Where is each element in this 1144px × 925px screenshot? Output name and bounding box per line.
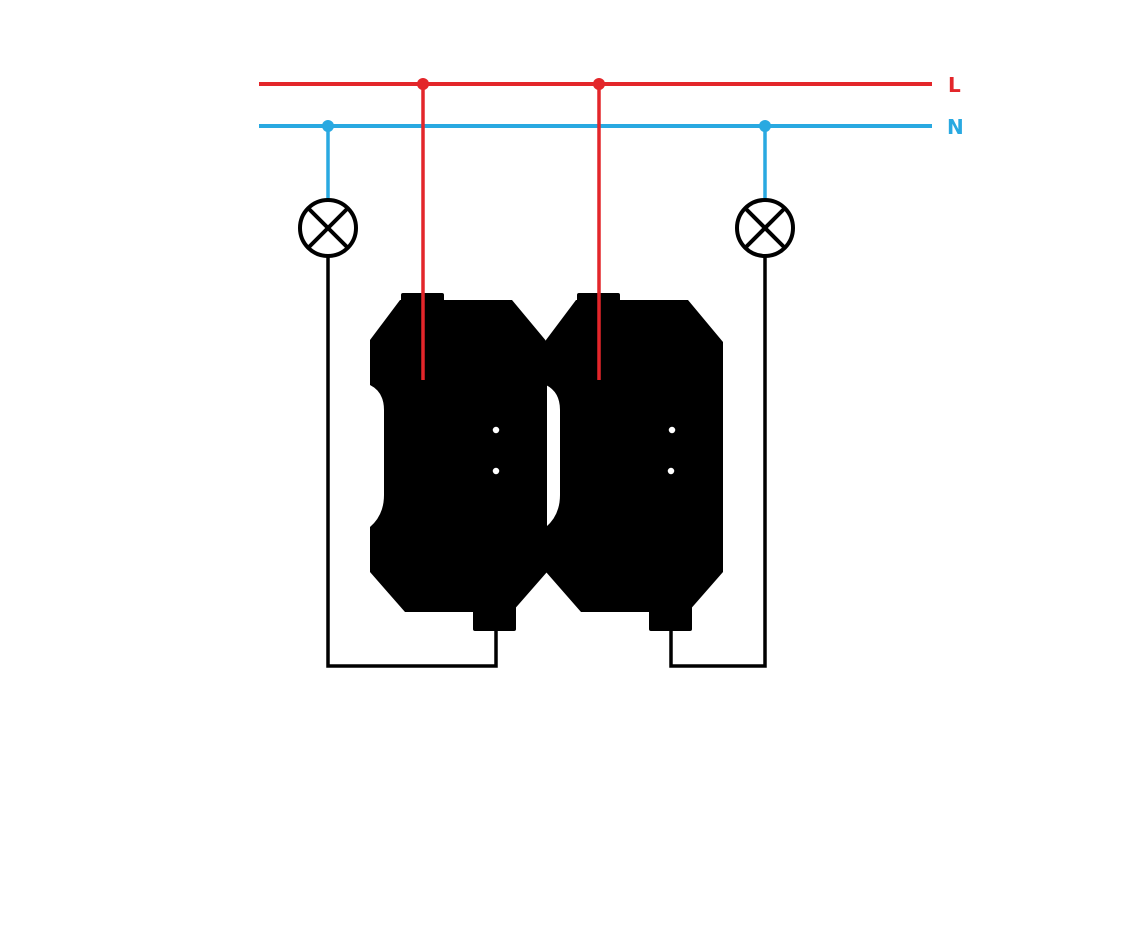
switch-module-right	[546, 293, 723, 631]
push-button-right-icon	[597, 256, 767, 668]
push-button-left-icon	[326, 256, 508, 668]
junction-dot	[417, 78, 429, 90]
junction-dot	[322, 120, 334, 132]
line-label: L	[948, 73, 961, 97]
lamp-left-icon	[298, 198, 358, 258]
junction-dot	[759, 120, 771, 132]
switch-module-left	[370, 293, 547, 631]
neutral-label: N	[947, 115, 964, 139]
junction-dot	[593, 78, 605, 90]
lamp-right-icon	[735, 198, 795, 258]
